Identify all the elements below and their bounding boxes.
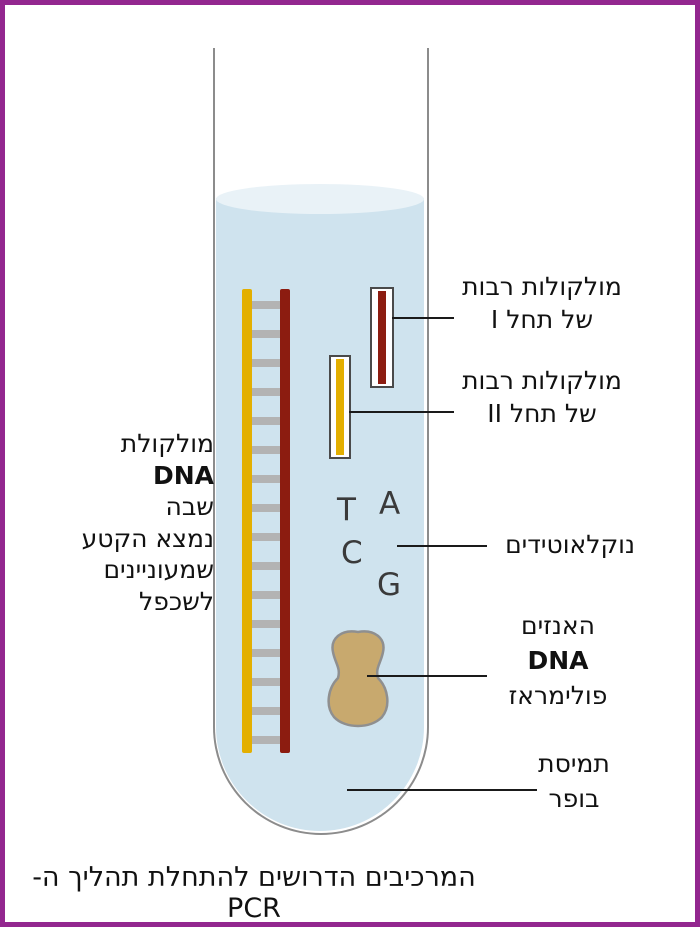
dna-strand-yellow [242, 289, 252, 753]
label-dna-line1: מולקולת [120, 429, 214, 458]
label-nucleotides: נוקלאוטידים [505, 530, 635, 559]
label-dna-line5: שמעוניינים [103, 555, 214, 584]
nucleotide-letter-g: G [377, 567, 402, 603]
label-buffer-line2: בופר [548, 784, 600, 813]
label-enzyme-line2: DNA [527, 646, 589, 675]
label-enzyme: האנזים DNA פולימראז [487, 608, 629, 713]
label-dna-line6: לשכפל [139, 586, 214, 616]
nucleotide-letter-a: A [379, 486, 401, 522]
label-primer-1: מולקולות רבות של תחל I [448, 270, 636, 336]
label-dna-line3: שבה [165, 492, 215, 521]
label-dna-line2: DNA [152, 460, 214, 490]
connector-enzyme [367, 675, 487, 677]
test-tube [213, 48, 429, 835]
connector-primer-1 [392, 317, 454, 319]
label-primer-2-line2: של תחל II [487, 399, 597, 428]
primer-1-core [378, 291, 386, 384]
primer-2-core [336, 359, 344, 455]
liquid-surface [216, 184, 424, 214]
dna-strand-red [280, 289, 290, 753]
diagram-caption: המרכיבים הדרושים להתחלת תהליך ה- PCR [32, 862, 476, 924]
dna-polymerase-blob [327, 630, 389, 728]
label-primer-1-line1: מולקולות רבות [462, 272, 622, 301]
nucleotide-letter-t: T [337, 492, 356, 528]
label-buffer-line1: תמיסת [538, 749, 610, 778]
nucleotide-letter-c: C [341, 535, 363, 571]
label-dna-line4: נמצא הקטע [81, 523, 214, 553]
connector-buffer [347, 789, 537, 791]
primer-2-shape [329, 355, 351, 459]
label-enzyme-line3: פולימראז [508, 681, 608, 710]
connector-nucleotides [397, 545, 487, 547]
label-enzyme-line1: האנזים [521, 611, 595, 640]
label-primer-2: מולקולות רבות של תחל II [448, 364, 636, 430]
label-primer-2-line1: מולקולות רבות [462, 366, 622, 395]
dna-ladder-rungs [252, 301, 280, 745]
connector-primer-2 [349, 411, 454, 413]
primer-1-shape [370, 287, 394, 388]
label-dna-molecule: מולקולת DNA שבה נמצא הקטע שמעוניינים לשכ… [66, 428, 214, 617]
label-primer-1-line2: של תחל I [490, 305, 594, 334]
label-buffer: תמיסת בופר [518, 746, 630, 816]
